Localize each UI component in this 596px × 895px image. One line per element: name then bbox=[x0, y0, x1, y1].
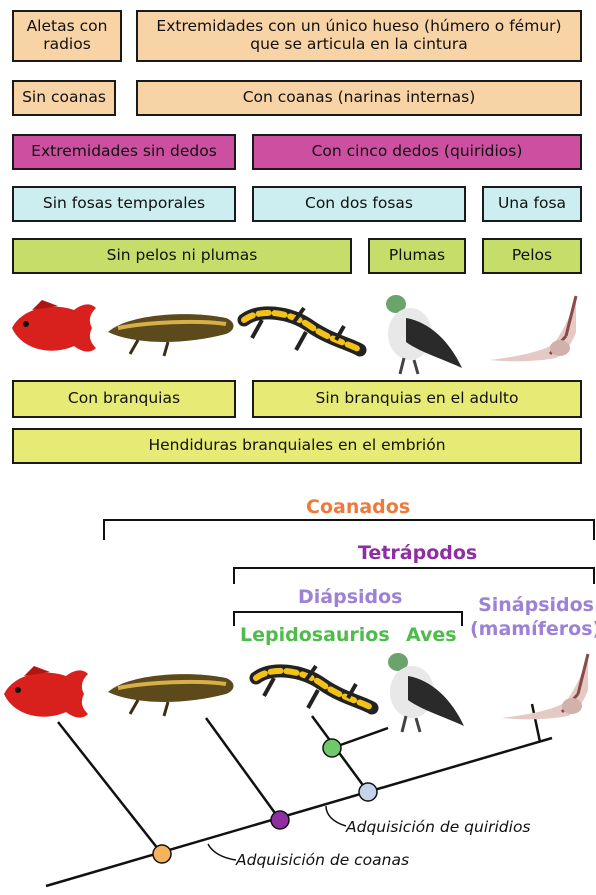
char-sin-fosas-temporales: Sin fosas temporales bbox=[12, 186, 236, 222]
char-aletas-con-radios: Aletas con radios bbox=[12, 10, 122, 62]
node-aves bbox=[322, 738, 342, 758]
node-diapsidos bbox=[358, 782, 378, 802]
clade-label-diapsidos: Diápsidos bbox=[298, 586, 403, 608]
branch-diapsid bbox=[310, 715, 370, 793]
char-con-coanas: Con coanas (narinas internas) bbox=[136, 80, 582, 116]
trunk-line bbox=[45, 736, 553, 888]
salamander-icon bbox=[237, 306, 367, 357]
annotation-coanas: Adquisición de coanas bbox=[236, 851, 410, 869]
char-pelos: Pelos bbox=[482, 238, 582, 274]
char-extremidades-un-hueso: Extremidades con un único hueso (húmero … bbox=[136, 10, 582, 62]
pointer-quiridios bbox=[325, 805, 347, 827]
salamander-icon bbox=[249, 664, 379, 715]
branch-mammal bbox=[530, 703, 542, 743]
bracket-diapsidos bbox=[233, 611, 463, 626]
clade-label-aves: Aves bbox=[406, 624, 457, 646]
bracket-tetrapodos bbox=[233, 567, 595, 584]
fish-icon bbox=[12, 300, 96, 352]
annotation-quiridios: Adquisición de quiridios bbox=[346, 818, 531, 836]
char-cinco-dedos: Con cinco dedos (quiridios) bbox=[252, 134, 582, 170]
branch-bird bbox=[331, 726, 389, 750]
branch-lungfish bbox=[204, 717, 282, 821]
fish-icon bbox=[4, 666, 88, 718]
branch-fish bbox=[57, 721, 163, 855]
lungfish-icon bbox=[108, 674, 234, 717]
clade-label-sinapsidos: Sinápsidos (mamíferos) bbox=[470, 594, 596, 640]
pointer-coanas bbox=[207, 843, 237, 861]
char-sin-coanas: Sin coanas bbox=[12, 80, 116, 116]
bat-icon bbox=[502, 653, 590, 720]
clade-label-coanados: Coanados bbox=[306, 496, 411, 518]
char-hendiduras-branquiales: Hendiduras branquiales en el embrión bbox=[12, 428, 582, 464]
pigeon-icon bbox=[386, 295, 462, 375]
char-plumas: Plumas bbox=[368, 238, 466, 274]
bat-icon bbox=[490, 295, 578, 362]
node-coanas bbox=[152, 844, 172, 864]
char-dos-fosas: Con dos fosas bbox=[252, 186, 466, 222]
char-sin-branquias-adulto: Sin branquias en el adulto bbox=[252, 380, 582, 418]
char-extremidades-sin-dedos: Extremidades sin dedos bbox=[12, 134, 236, 170]
clade-label-tetrapodos: Tetrápodos bbox=[358, 542, 478, 564]
char-con-branquias: Con branquias bbox=[12, 380, 236, 418]
lungfish-icon bbox=[108, 314, 234, 357]
clade-label-lepidosaurios: Lepidosaurios bbox=[240, 624, 390, 646]
bracket-coanados bbox=[103, 519, 595, 540]
node-quiridios bbox=[270, 810, 290, 830]
char-sin-pelos-ni-plumas: Sin pelos ni plumas bbox=[12, 238, 352, 274]
pigeon-icon bbox=[388, 653, 464, 733]
char-una-fosa: Una fosa bbox=[482, 186, 582, 222]
